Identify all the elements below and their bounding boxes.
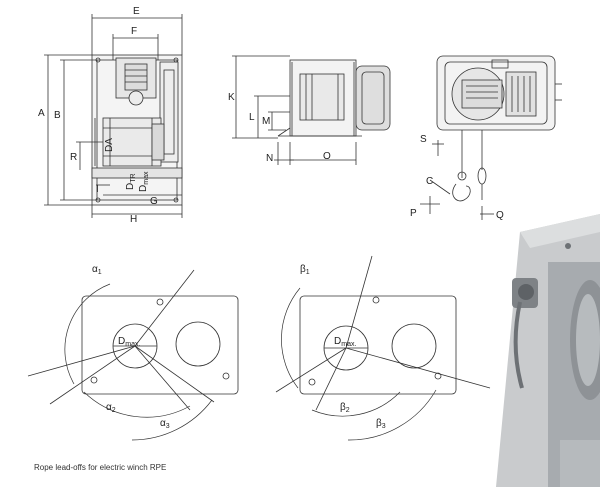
alpha-plate-dmax-label: Dmax. (118, 336, 140, 348)
dim-label-E: E (133, 6, 140, 17)
dim-label-N: N (266, 153, 273, 164)
dim-label-R: R (70, 152, 77, 163)
top-view-drawing (420, 55, 562, 220)
alpha-plate-labels: Dmax. α1 α2 α3 (92, 264, 170, 430)
dim-label-M: M (262, 116, 270, 127)
front-view-drawing (44, 14, 183, 218)
dim-label-H: H (130, 214, 137, 225)
beta-plate-labels: Dmax. β1 β2 β3 (300, 264, 386, 430)
dim-label-Q: Q (496, 210, 504, 221)
dim-label-F: F (131, 26, 137, 37)
dim-label-B: B (54, 110, 61, 121)
top-view-labels: S C P Q (410, 134, 504, 221)
dim-label-O: O (323, 151, 331, 162)
dim-label-L: L (249, 112, 255, 123)
side-view-labels: K L M N O (228, 92, 331, 164)
winch-photo (496, 214, 600, 487)
beta-3-label: β3 (376, 418, 386, 430)
dim-label-G: G (150, 196, 158, 207)
dim-label-DA: DA (104, 138, 115, 152)
dim-label-S: S (420, 134, 427, 145)
front-view-labels: E F A B R DA DTR Dmax I G H (38, 6, 158, 225)
dim-label-A: A (38, 108, 45, 119)
dim-label-C: C (426, 176, 433, 187)
beta-plate-dmax-label: Dmax. (334, 336, 356, 348)
alpha-3-label: α3 (160, 418, 170, 430)
beta-1-label: β1 (300, 264, 310, 276)
side-view-drawing (232, 55, 391, 165)
alpha-plate (27, 269, 239, 441)
beta-2-label: β2 (340, 402, 350, 414)
alpha-2-label: α2 (106, 402, 116, 414)
dim-label-DTR: DTR (125, 173, 137, 190)
dim-label-Dmax: Dmax (138, 171, 150, 192)
dim-label-K: K (228, 92, 235, 103)
figure-caption: Rope lead-offs for electric winch RPE (34, 463, 166, 472)
dim-label-I: I (96, 184, 99, 195)
dim-label-P: P (410, 208, 417, 219)
alpha-1-label: α1 (92, 264, 102, 276)
beta-plate (275, 255, 491, 441)
